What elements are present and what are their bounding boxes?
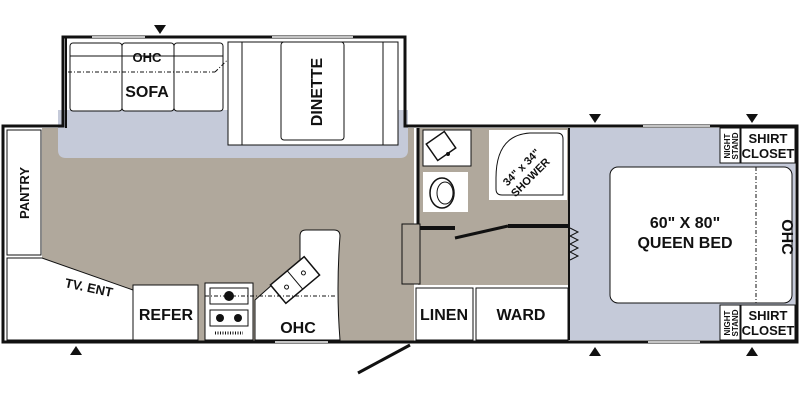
toilet-icon: [423, 172, 468, 212]
pantry: [6, 129, 42, 256]
windows: [92, 36, 710, 343]
dinette-label: DINETTE: [309, 57, 326, 126]
shirt-closet-bottom: [740, 304, 796, 341]
step-box: [401, 223, 421, 285]
linen-closet: [415, 287, 474, 341]
wardrobe: [475, 287, 569, 341]
refer-label: REFER: [139, 307, 194, 324]
kitchen-sink-icon: [269, 255, 321, 305]
arrow-down-icon: [154, 25, 166, 34]
pantry-label: PANTRY: [17, 167, 32, 219]
stove-icon: [204, 282, 254, 341]
night-stand-bottom-l2: STAND: [731, 309, 740, 336]
shirt-closet-top-l1: SHIRT: [749, 131, 788, 146]
night-stand-bottom: [719, 304, 741, 341]
refrigerator: [132, 284, 199, 341]
bed-size: 60" X 80": [650, 215, 720, 232]
queen-bed: [609, 166, 793, 304]
night-stand-bottom-l1: NIGHT: [723, 310, 732, 335]
sofa-ohc-label: OHC: [133, 50, 163, 65]
arrow-down-icon: [746, 114, 758, 123]
bathroom-sink-icon: [422, 129, 472, 167]
linen-label: LINEN: [420, 307, 468, 324]
arrow-up-icon: [589, 347, 601, 356]
night-stand-top-l2: STAND: [731, 132, 740, 159]
shirt-closet-bottom-l2: CLOSET: [742, 323, 795, 338]
sofa-label: SOFA: [125, 84, 169, 101]
dinette: DINETTE: [227, 41, 399, 146]
night-stand-top-l1: NIGHT: [723, 133, 732, 158]
bathroom-door[interactable]: [454, 224, 509, 240]
arrow-down-icon: [589, 114, 601, 123]
marker-arrows: [70, 25, 758, 356]
shirt-closet-top-l2: CLOSET: [742, 146, 795, 161]
shirt-closet-bottom-l1: SHIRT: [749, 308, 788, 323]
sofa: OHC SOFA: [68, 42, 246, 112]
shirt-closet-top: [740, 127, 796, 164]
bed-ohc-label: OHC: [778, 219, 795, 255]
arrow-up-icon: [746, 347, 758, 356]
accordion-door[interactable]: [568, 227, 580, 261]
bed-label: QUEEN BED: [637, 235, 732, 252]
night-stand-top: [719, 127, 741, 164]
outer-wall: [1, 35, 799, 344]
arrow-up-icon: [70, 346, 82, 355]
shower: 34" x 34" SHOWER: [489, 130, 567, 200]
entry-door[interactable]: [357, 343, 411, 375]
kitchen-ohc-label: OHC: [280, 320, 316, 337]
ward-label: WARD: [497, 307, 546, 324]
